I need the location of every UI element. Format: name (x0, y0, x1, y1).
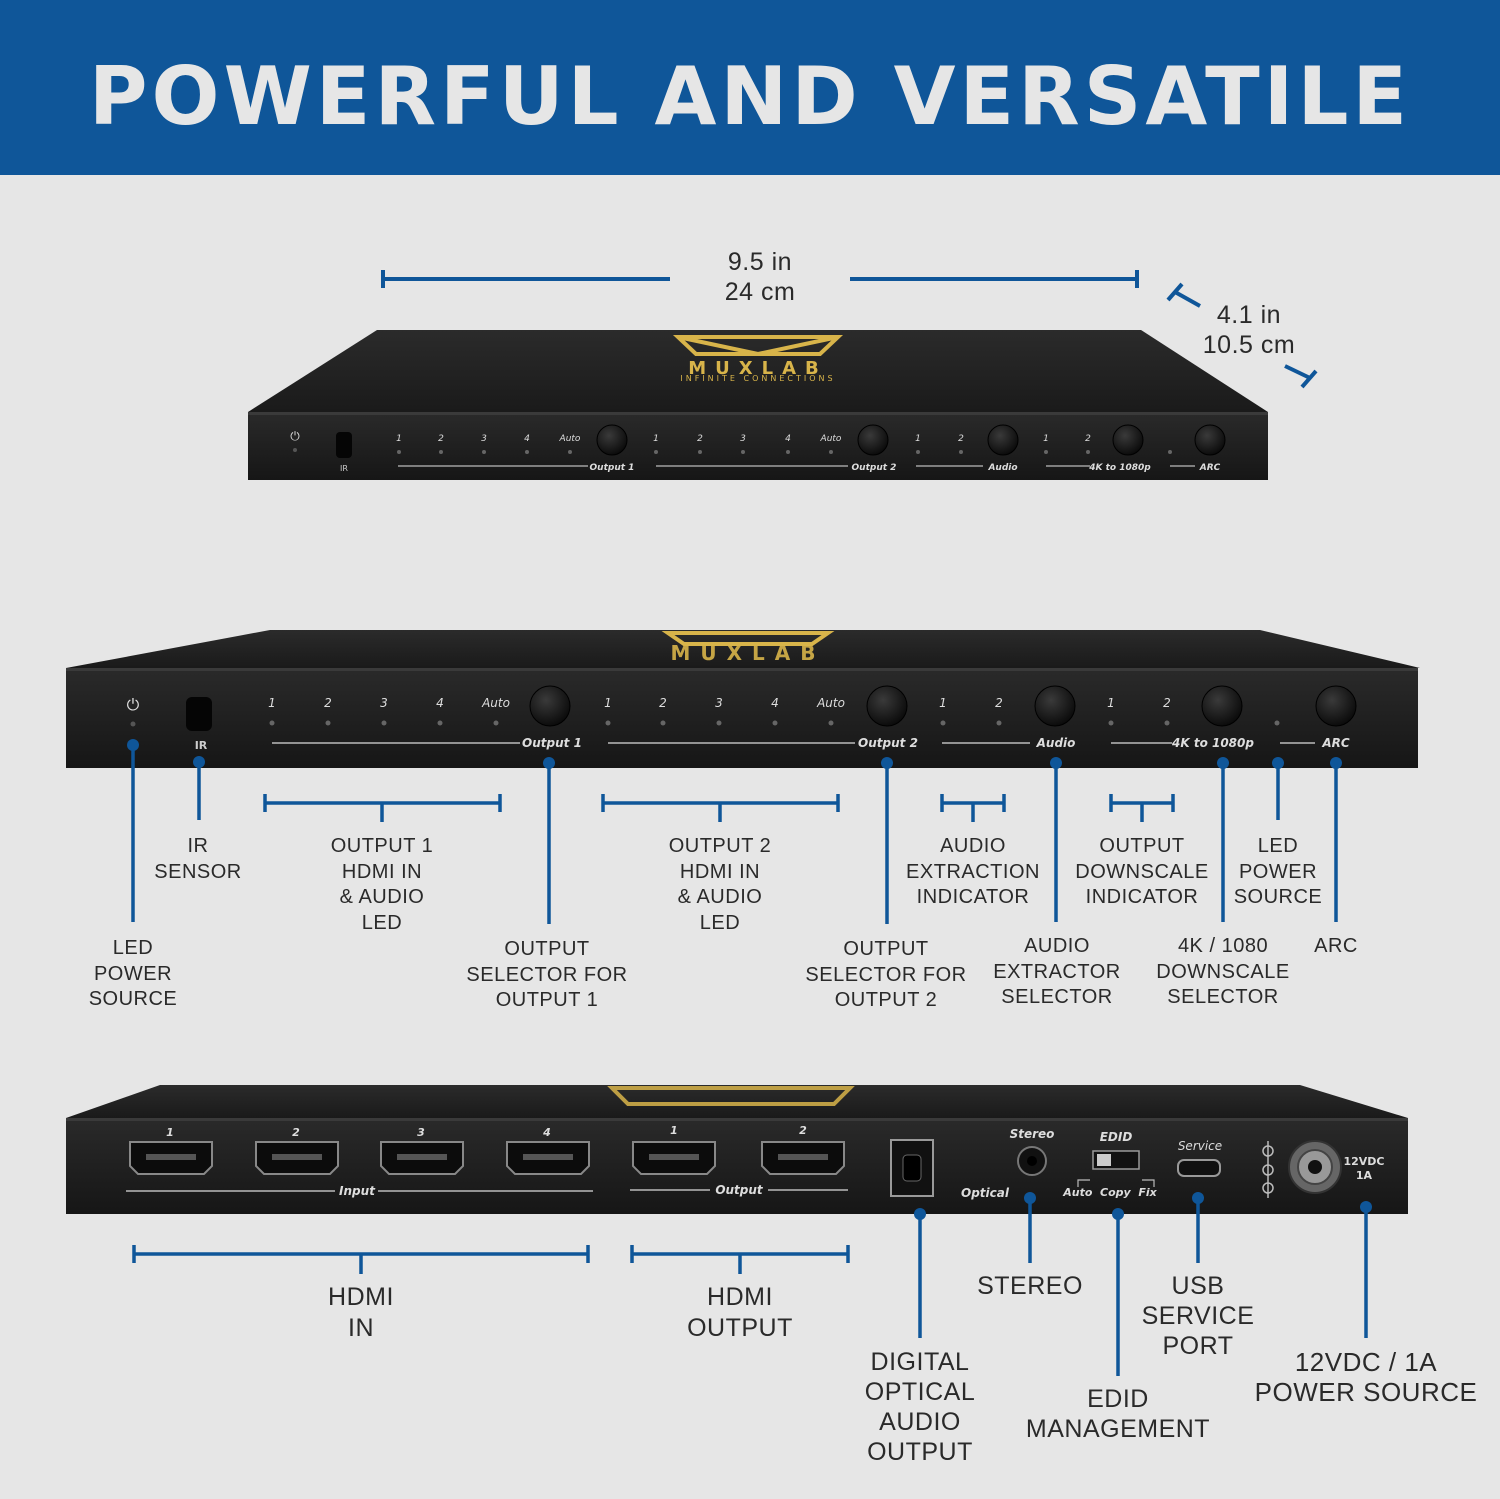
dimension-width-label: 9.5 in 24 cm (672, 247, 848, 307)
stereo-label: Stereo (1010, 1127, 1055, 1141)
callout-output2-selector: OUTPUT SELECTOR FOR OUTPUT 2 (805, 938, 967, 1011)
out2-num-1: 1 (604, 696, 612, 710)
downscale-label: 4K to 1080p (1171, 736, 1254, 750)
out1-num-2: 2 (324, 696, 332, 710)
callout-output2-led: OUTPUT 2 HDMI IN & AUDIO LED (668, 835, 772, 934)
out1-num-2-top: 2 (438, 434, 444, 444)
optical-port (890, 1139, 934, 1197)
callout-hdmi-in: HDMI IN (328, 1283, 394, 1342)
audio-label-top: Audio (987, 463, 1017, 473)
audio-num-1-top: 1 (915, 434, 921, 444)
callout-downscale-indicator: OUTPUT DOWNSCALE INDICATOR (1075, 835, 1209, 908)
brand-logo-front: MUXLAB (670, 641, 825, 665)
arc-label: ARC (1321, 736, 1350, 750)
out2-num-1-top: 1 (653, 434, 659, 444)
out1-auto-top: Auto (559, 434, 581, 444)
device-front-view: MUXLAB ⏻ IR 1 2 3 4 Auto 1 2 3 4 Auto 1 … (66, 630, 1420, 768)
brand-logo-top: MUXLAB (688, 358, 828, 379)
in-num-3: 3 (417, 1126, 425, 1139)
hdmi-ports (129, 1141, 845, 1175)
output2-label: Output 2 (858, 736, 918, 750)
arc-label-top: ARC (1199, 463, 1221, 473)
muxlab-logo-mark (672, 335, 844, 356)
out-num-2: 2 (799, 1124, 807, 1137)
callout-arc: ARC (1314, 935, 1358, 957)
out1-num-1: 1 (268, 696, 276, 710)
callout-digital-optical: DIGITAL OPTICAL AUDIO OUTPUT (864, 1348, 976, 1466)
audio-num-2-top: 2 (958, 434, 964, 444)
device-top-view: MUXLAB INFINITE CONNECTIONS ⏻ IR 1 2 3 4… (248, 330, 1268, 480)
brand-tagline-top: INFINITE CONNECTIONS (680, 374, 835, 383)
dimension-depth-line (1166, 282, 1318, 389)
out2-num-2: 2 (659, 696, 667, 710)
audio-label: Audio (1036, 736, 1076, 750)
out2-auto: Auto (816, 696, 845, 710)
optical-label: Optical (961, 1186, 1010, 1200)
callout-audio-selector: AUDIO EXTRACTOR SELECTOR (993, 935, 1121, 1008)
out1-auto: Auto (481, 696, 510, 710)
ir-label-front: IR (195, 739, 208, 752)
output2-label-top: Output 2 (852, 463, 897, 473)
in-num-1: 1 (166, 1126, 174, 1139)
callout-output1-selector: OUTPUT SELECTOR FOR OUTPUT 1 (466, 938, 628, 1011)
down-num-1: 1 (1107, 696, 1115, 710)
out2-num-3-top: 3 (740, 434, 746, 444)
down-num-1-top: 1 (1043, 434, 1049, 444)
out-num-1: 1 (670, 1124, 678, 1137)
callout-led-power-source: LED POWER SOURCE (88, 937, 178, 1010)
out1-num-1-top: 1 (396, 434, 402, 444)
out2-num-4-top: 4 (785, 434, 791, 444)
out2-auto-top: Auto (820, 434, 842, 444)
callout-ir-sensor: IR SENSOR (154, 835, 242, 883)
dimension-width-line (381, 270, 1139, 288)
down-num-2-top: 2 (1085, 434, 1091, 444)
output1-label: Output 1 (522, 736, 582, 750)
callout-output1-led: OUTPUT 1 HDMI IN & AUDIO LED (330, 835, 434, 934)
output1-label-top: Output 1 (590, 463, 635, 473)
input-label: Input (339, 1184, 376, 1198)
power-icon: ⏻ (127, 695, 140, 714)
dimension-depth-label: 4.1 in 10.5 cm (1202, 301, 1296, 359)
power-icon: ⏻ (290, 429, 300, 443)
front-knobs (529, 685, 1357, 727)
usb-port (1177, 1159, 1221, 1177)
out1-num-4-top: 4 (524, 434, 530, 444)
out1-num-4: 4 (436, 696, 444, 710)
rear-callout-lines (132, 1192, 1372, 1376)
front-knobs-top (596, 424, 1226, 456)
audio-num-1: 1 (939, 696, 947, 710)
callout-stereo: STEREO (977, 1272, 1083, 1300)
edid-modes-label: Auto Copy Fix (1062, 1186, 1157, 1199)
service-label: Service (1178, 1139, 1222, 1153)
out1-num-3: 3 (380, 696, 388, 710)
callout-usb-service-port: USB SERVICE PORT (1141, 1272, 1255, 1360)
in-num-2: 2 (292, 1126, 300, 1139)
power-rating-line-2: 1A (1356, 1169, 1373, 1182)
callout-audio-indicator: AUDIO EXTRACTION INDICATOR (906, 835, 1040, 908)
downscale-label-top: 4K to 1080p (1088, 463, 1151, 473)
callout-power-source: 12VDC / 1A POWER SOURCE (1254, 1347, 1478, 1407)
callout-led-power-source-right: LED POWER SOURCE (1233, 835, 1323, 908)
audio-num-2: 2 (995, 696, 1003, 710)
edid-label: EDID (1100, 1130, 1133, 1144)
output-label: Output (715, 1183, 764, 1197)
power-rating-line-1: 12VDC (1343, 1155, 1384, 1168)
out1-num-3-top: 3 (481, 434, 487, 444)
ir-label-top: IR (340, 464, 348, 473)
down-num-2: 2 (1163, 696, 1171, 710)
front-callout-lines (127, 739, 1342, 924)
device-rear-view: 1 2 3 4 1 2 Input Output Optical Stereo … (66, 1085, 1408, 1214)
callout-edid-management: EDID MANAGEMENT (1025, 1385, 1211, 1443)
out2-num-4: 4 (771, 696, 779, 710)
title-banner: POWERFUL AND VERSATILE (0, 0, 1500, 175)
out2-num-2-top: 2 (697, 434, 703, 444)
out2-num-3: 3 (715, 696, 723, 710)
callout-downscale-selector: 4K / 1080 DOWNSCALE SELECTOR (1156, 935, 1290, 1008)
banner-title: POWERFUL AND VERSATILE (88, 50, 1412, 143)
in-num-4: 4 (542, 1126, 551, 1139)
callout-hdmi-output: HDMI OUTPUT (687, 1283, 793, 1342)
